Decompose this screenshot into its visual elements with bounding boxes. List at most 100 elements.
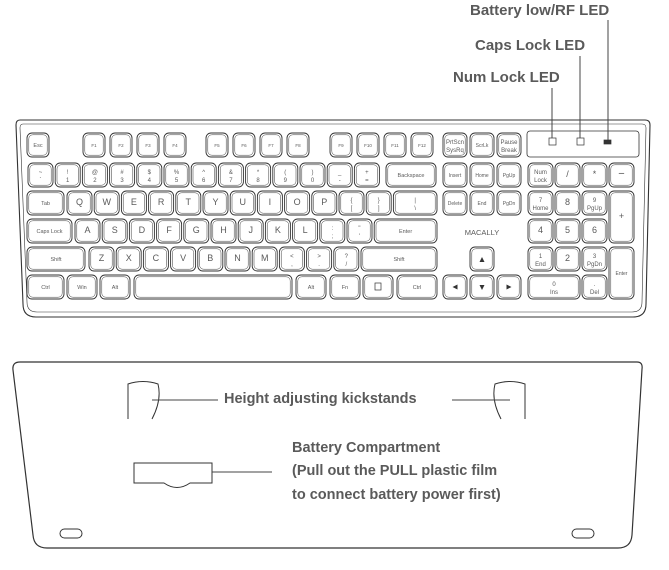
key-arrow-right[interactable] bbox=[496, 274, 522, 300]
key-row1-4[interactable]: $4 bbox=[136, 162, 163, 188]
key-punct-1[interactable]: "' bbox=[346, 218, 373, 244]
key-bracket-0[interactable]: {[ bbox=[338, 190, 365, 216]
key-punct2-1[interactable]: >. bbox=[306, 246, 333, 272]
key-num6[interactable]: 6 bbox=[581, 218, 608, 244]
key-row1-9[interactable]: (9 bbox=[272, 162, 299, 188]
key-num8[interactable]: 8 bbox=[554, 190, 581, 216]
key-space[interactable] bbox=[133, 274, 293, 300]
key-row1-0[interactable]: ~` bbox=[27, 162, 54, 188]
key-f2[interactable]: F2 bbox=[109, 132, 133, 158]
key-bracket-1[interactable]: }] bbox=[365, 190, 392, 216]
key-num2[interactable]: 2 bbox=[554, 246, 581, 272]
key-k[interactable]: K bbox=[264, 218, 291, 244]
key-m[interactable]: M bbox=[251, 246, 278, 272]
key-d[interactable]: D bbox=[128, 218, 155, 244]
key-alt-right[interactable]: Alt bbox=[295, 274, 327, 300]
key-ctrl-right[interactable]: Ctrl bbox=[396, 274, 438, 300]
key-o[interactable]: O bbox=[284, 190, 311, 216]
key-f5[interactable]: F5 bbox=[205, 132, 229, 158]
key-arrow-up[interactable] bbox=[469, 246, 495, 272]
key-e[interactable]: E bbox=[120, 190, 147, 216]
key-num-enter[interactable]: Enter bbox=[608, 246, 635, 300]
key-num-dot[interactable]: .Del bbox=[581, 274, 608, 300]
key-f11[interactable]: F11 bbox=[383, 132, 407, 158]
key-q[interactable]: Q bbox=[66, 190, 93, 216]
key-w[interactable]: W bbox=[93, 190, 120, 216]
key-shift-right[interactable]: Shift bbox=[360, 246, 438, 272]
key-row1-3[interactable]: #3 bbox=[109, 162, 136, 188]
key-h[interactable]: H bbox=[210, 218, 237, 244]
key-backslash[interactable]: |\ bbox=[392, 190, 438, 216]
key-f7[interactable]: F7 bbox=[259, 132, 283, 158]
key-f3[interactable]: F3 bbox=[136, 132, 160, 158]
key-c[interactable]: C bbox=[142, 246, 169, 272]
key-row1-12[interactable]: += bbox=[353, 162, 380, 188]
key-row1-6[interactable]: ^6 bbox=[190, 162, 217, 188]
key-esc[interactable]: Esc bbox=[26, 132, 50, 158]
key-delete[interactable]: Delete bbox=[442, 190, 468, 216]
key-f4[interactable]: F4 bbox=[163, 132, 187, 158]
key-tab[interactable]: Tab bbox=[26, 190, 65, 216]
key-row1-1[interactable]: !1 bbox=[54, 162, 81, 188]
key-f6[interactable]: F6 bbox=[232, 132, 256, 158]
key-end[interactable]: End bbox=[469, 190, 495, 216]
key-alt-left[interactable]: Alt bbox=[99, 274, 131, 300]
key-row1-10[interactable]: )0 bbox=[299, 162, 326, 188]
key-row1-7[interactable]: &7 bbox=[217, 162, 244, 188]
key-f1[interactable]: F1 bbox=[82, 132, 106, 158]
key-capslock[interactable]: Caps Lock bbox=[26, 218, 73, 244]
key-pgdn[interactable]: PgDn bbox=[496, 190, 522, 216]
key-fn[interactable]: Fn bbox=[329, 274, 361, 300]
key-i[interactable]: I bbox=[256, 190, 283, 216]
key-v[interactable]: V bbox=[170, 246, 197, 272]
key-z[interactable]: Z bbox=[88, 246, 115, 272]
key-punct-0[interactable]: :; bbox=[319, 218, 346, 244]
key-n[interactable]: N bbox=[224, 246, 251, 272]
key-u[interactable]: U bbox=[229, 190, 256, 216]
key-ctrl-left[interactable]: Ctrl bbox=[26, 274, 65, 300]
key-scrlk[interactable]: ScrLk bbox=[469, 132, 495, 158]
key-num-minus[interactable]: − bbox=[608, 162, 635, 188]
key-arrow-down[interactable] bbox=[469, 274, 495, 300]
key-row1-2[interactable]: @2 bbox=[81, 162, 108, 188]
key-num-slash[interactable]: / bbox=[554, 162, 581, 188]
key-f9[interactable]: F9 bbox=[329, 132, 353, 158]
key-t[interactable]: T bbox=[175, 190, 202, 216]
key-arrow-left[interactable] bbox=[442, 274, 468, 300]
key-num-plus[interactable]: + bbox=[608, 190, 635, 244]
key-num5[interactable]: 5 bbox=[554, 218, 581, 244]
key-row1-8[interactable]: *8 bbox=[245, 162, 272, 188]
key-s[interactable]: S bbox=[101, 218, 128, 244]
key-shift-left[interactable]: Shift bbox=[26, 246, 86, 272]
key-menu[interactable] bbox=[362, 274, 394, 300]
key-x[interactable]: X bbox=[115, 246, 142, 272]
key-l[interactable]: L bbox=[292, 218, 319, 244]
key-win[interactable]: Win bbox=[66, 274, 98, 300]
key-f8[interactable]: F8 bbox=[286, 132, 310, 158]
key-num4[interactable]: 4 bbox=[527, 218, 554, 244]
key-home[interactable]: Home bbox=[469, 162, 495, 188]
key-y[interactable]: Y bbox=[202, 190, 229, 216]
key-insert[interactable]: Insert bbox=[442, 162, 468, 188]
key-row1-11[interactable]: _- bbox=[326, 162, 353, 188]
key-b[interactable]: B bbox=[197, 246, 224, 272]
key-backspace[interactable]: Backspace bbox=[385, 162, 437, 188]
key-r[interactable]: R bbox=[148, 190, 175, 216]
key-j[interactable]: J bbox=[237, 218, 264, 244]
key-f10[interactable]: F10 bbox=[356, 132, 380, 158]
key-g[interactable]: G bbox=[183, 218, 210, 244]
key-row1-5[interactable]: %5 bbox=[163, 162, 190, 188]
key-f[interactable]: F bbox=[156, 218, 183, 244]
key-punct2-2[interactable]: ?/ bbox=[333, 246, 360, 272]
key-f12[interactable]: F12 bbox=[410, 132, 434, 158]
key-num-star[interactable]: * bbox=[581, 162, 608, 188]
key-pgup[interactable]: PgUp bbox=[496, 162, 522, 188]
